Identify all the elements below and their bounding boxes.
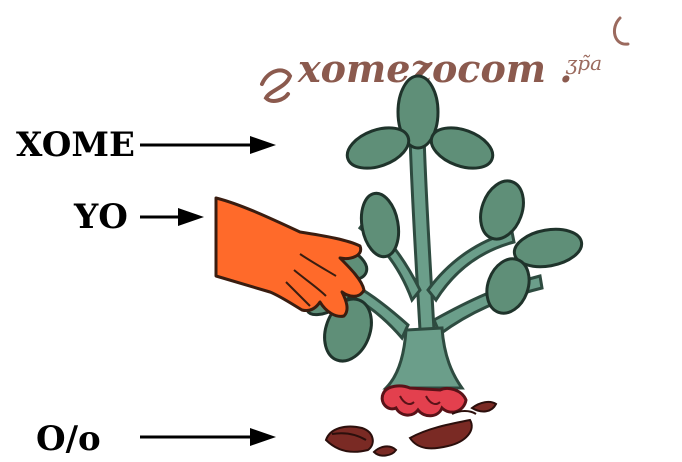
leaf-left-upper bbox=[357, 190, 404, 259]
arrow-oo bbox=[140, 428, 276, 446]
arrow-yo bbox=[140, 208, 204, 226]
stem-base bbox=[386, 328, 462, 388]
arrow-xome bbox=[140, 136, 276, 154]
label-xome: XOME bbox=[16, 128, 135, 162]
gloss-text: xomezocom . bbox=[297, 46, 572, 91]
label-yo: YO bbox=[74, 200, 128, 234]
label-oo: O/o bbox=[36, 422, 101, 456]
handwritten-gloss: xomezocom . ʒp̃a bbox=[262, 18, 628, 101]
arrows bbox=[140, 136, 276, 446]
hand bbox=[216, 198, 364, 316]
plant-root bbox=[382, 386, 466, 416]
gloss-superscript: ʒp̃a bbox=[565, 51, 602, 75]
leaf-right-upper bbox=[473, 175, 531, 245]
